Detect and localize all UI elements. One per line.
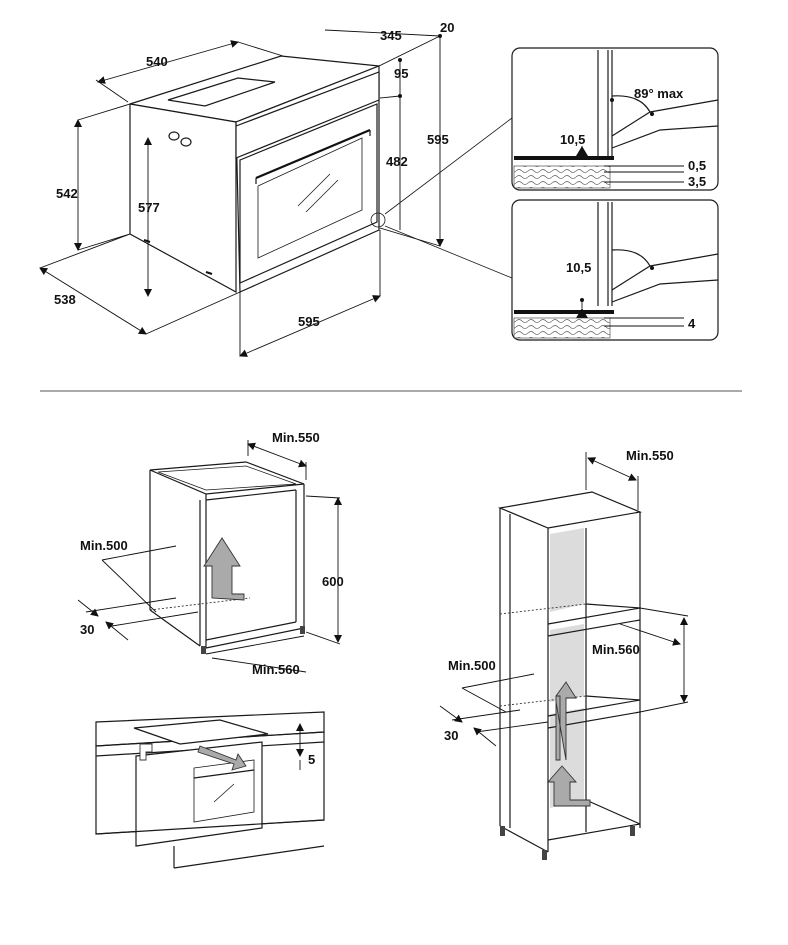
dim-595-bottom: 595	[298, 314, 320, 329]
col-inner-depth: Min.500	[448, 658, 496, 673]
uc-width: Min.560	[252, 662, 300, 677]
detail1-gap: 10,5	[560, 132, 585, 147]
dim-540: 540	[146, 54, 168, 69]
oven-door	[239, 103, 378, 284]
under-counter-cabinet: Min.550 600 Min.500 30 Min.560	[77, 430, 344, 677]
detail2-gap: 10,5	[566, 260, 591, 275]
dim-20: 20	[440, 20, 454, 35]
uc-height: 600	[322, 574, 344, 589]
cooktop-airflow-arrow	[197, 745, 247, 771]
cooktop-gap: 5	[308, 752, 315, 767]
cooktop-install: 5	[95, 711, 325, 869]
column-cabinet: Min.550 Min.560 Min.500 30	[439, 448, 689, 860]
oven-window	[257, 137, 363, 259]
detail1-angle: 89° max	[634, 86, 684, 101]
dim-595-right: 595	[427, 132, 449, 147]
detail-box-top: 89° max 10,5 0,5 3,5	[511, 47, 719, 191]
built-in-oven	[135, 741, 263, 847]
cooktop	[133, 719, 269, 745]
col-offset: 30	[444, 728, 458, 743]
detail2-val: 4	[688, 316, 696, 331]
dim-577: 577	[138, 200, 160, 215]
dim-595-bottom-line	[239, 295, 381, 357]
dim-542: 542	[56, 186, 78, 201]
oven-handle	[255, 128, 371, 180]
uc-inner-depth: Min.500	[80, 538, 128, 553]
dim-345-line	[324, 29, 441, 37]
control-panel	[235, 71, 380, 159]
detail1-val-b: 3,5	[688, 174, 706, 189]
col-width: Min.560	[592, 642, 640, 657]
detail-marker	[370, 212, 386, 228]
oven-drawing: 540 345 20 95 482 595 542 577 538 595	[39, 20, 513, 357]
col-depth: Min.550	[626, 448, 674, 463]
uc-depth: Min.550	[272, 430, 320, 445]
detail-box-bottom: 10,5 4	[511, 199, 719, 341]
oven-side-face	[129, 103, 237, 294]
dim-540-line	[97, 40, 239, 84]
dim-482: 482	[386, 154, 408, 169]
detail1-val-a: 0,5	[688, 158, 706, 173]
dim-95: 95	[394, 66, 408, 81]
dim-345: 345	[380, 28, 402, 43]
uc-offset: 30	[80, 622, 94, 637]
airflow-arrow	[203, 537, 245, 601]
top-notch	[167, 77, 276, 107]
dim-538: 538	[54, 292, 76, 307]
dim-538-line	[39, 267, 147, 335]
